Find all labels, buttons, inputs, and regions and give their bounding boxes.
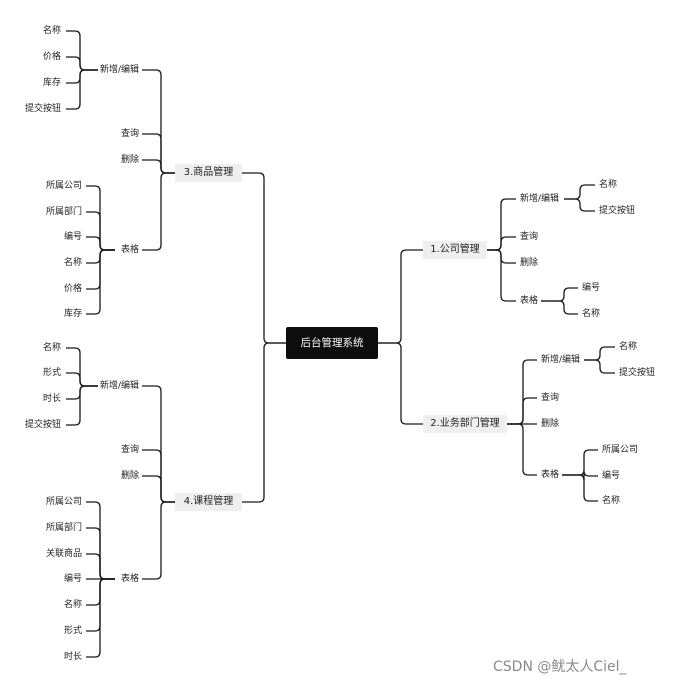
connector-leaf <box>66 347 98 387</box>
connector-leaf <box>86 578 115 658</box>
child-node: 查询 <box>120 445 139 455</box>
connector-leaf <box>86 553 115 580</box>
connector-leaf <box>584 346 615 361</box>
connector-leaf <box>564 198 595 212</box>
connector-branch-4-child <box>142 501 175 580</box>
connector-branch-2-child <box>507 397 537 425</box>
leaf-node: 编号 <box>63 232 82 242</box>
leaf-node: 提交按钮 <box>619 368 656 378</box>
leaf-node: 库存 <box>42 78 61 88</box>
child-node: 删除 <box>120 155 139 165</box>
connector-leaf <box>66 69 98 84</box>
connector-branch-3-child <box>142 172 175 251</box>
branch-node-company: 1.公司管理 <box>423 241 487 259</box>
branch-node-product: 3.商品管理 <box>175 164 242 182</box>
connector-leaf <box>541 300 578 315</box>
branch-node-department: 2.业务部门管理 <box>423 415 507 433</box>
child-node: 查询 <box>541 393 560 403</box>
leaf-node: 提交按钮 <box>24 420 61 430</box>
leaf-node: 编号 <box>63 574 82 584</box>
connector-branch-4-child <box>142 475 175 503</box>
connector-leaf <box>562 474 598 502</box>
leaf-node: 名称 <box>619 342 638 352</box>
leaf-node: 提交按钮 <box>599 206 636 216</box>
leaf-node: 关联商品 <box>45 549 82 559</box>
child-node: 新增/编辑 <box>541 355 581 365</box>
watermark: CSDN @鱿太人Ciel_ <box>493 659 627 675</box>
leaf-node: 形式 <box>42 368 61 378</box>
leaf-node: 名称 <box>582 309 601 319</box>
leaf-node: 所属公司 <box>45 497 82 507</box>
connector-branch-3-child <box>142 69 175 174</box>
connector-leaf <box>66 372 98 387</box>
connector-leaf <box>66 30 98 71</box>
child-node: 表格 <box>520 296 539 306</box>
connector-leaf <box>66 385 98 400</box>
leaf-node: 编号 <box>602 471 621 481</box>
leaf-node: 所属部门 <box>45 207 82 217</box>
leaf-node: 价格 <box>42 52 61 62</box>
child-node: 新增/编辑 <box>99 65 139 75</box>
child-node: 表格 <box>120 574 139 584</box>
connector-root-to-branch-3 <box>242 172 286 344</box>
connector-branch-4-child <box>142 385 175 503</box>
connector-root-to-branch-2 <box>378 342 423 425</box>
leaf-node: 编号 <box>582 283 601 293</box>
connector-branch-1-child <box>487 249 516 302</box>
connector-leaf <box>86 249 115 315</box>
leaf-node: 名称 <box>42 26 61 36</box>
child-node: 删除 <box>120 471 139 481</box>
connector-leaf <box>66 56 98 71</box>
connector-leaf <box>564 184 595 200</box>
leaf-node: 提交按钮 <box>24 104 61 114</box>
child-node: 删除 <box>541 419 560 429</box>
leaf-node: 名称 <box>599 180 618 190</box>
leaf-node: 所属公司 <box>602 445 639 455</box>
connector-branch-3-child <box>142 159 175 174</box>
child-node: 新增/编辑 <box>520 194 560 204</box>
leaf-node: 时长 <box>63 652 82 662</box>
connector-leaf <box>541 287 578 302</box>
connector-leaf <box>66 385 98 426</box>
connector-branch-3-child <box>142 133 175 174</box>
leaf-node: 名称 <box>602 496 621 506</box>
leaf-node: 名称 <box>63 258 82 268</box>
leaf-node: 时长 <box>42 394 61 404</box>
leaf-node: 所属公司 <box>45 181 82 191</box>
child-node: 删除 <box>520 258 539 268</box>
leaf-node: 名称 <box>42 343 61 353</box>
connector-branch-1-child <box>487 236 516 251</box>
connector-branch-2-child <box>507 359 537 425</box>
connector-leaf <box>562 449 598 476</box>
connector-root-to-branch-4 <box>242 342 286 503</box>
leaf-node: 价格 <box>63 284 82 294</box>
connector-leaf <box>66 69 98 110</box>
connector-leaf <box>584 359 615 374</box>
leaf-node: 形式 <box>63 626 82 636</box>
child-node: 查询 <box>520 232 539 242</box>
leaf-node: 库存 <box>63 309 82 319</box>
root-node: 后台管理系统 <box>286 327 378 359</box>
connector-branch-2-child <box>507 423 537 476</box>
child-node: 表格 <box>120 245 139 255</box>
branch-node-course: 4.课程管理 <box>175 493 242 511</box>
child-node: 新增/编辑 <box>99 381 139 391</box>
child-node: 查询 <box>120 129 139 139</box>
leaf-node: 所属部门 <box>45 523 82 533</box>
child-node: 表格 <box>541 470 560 480</box>
connector-root-to-branch-1 <box>378 249 423 344</box>
leaf-node: 名称 <box>63 600 82 610</box>
